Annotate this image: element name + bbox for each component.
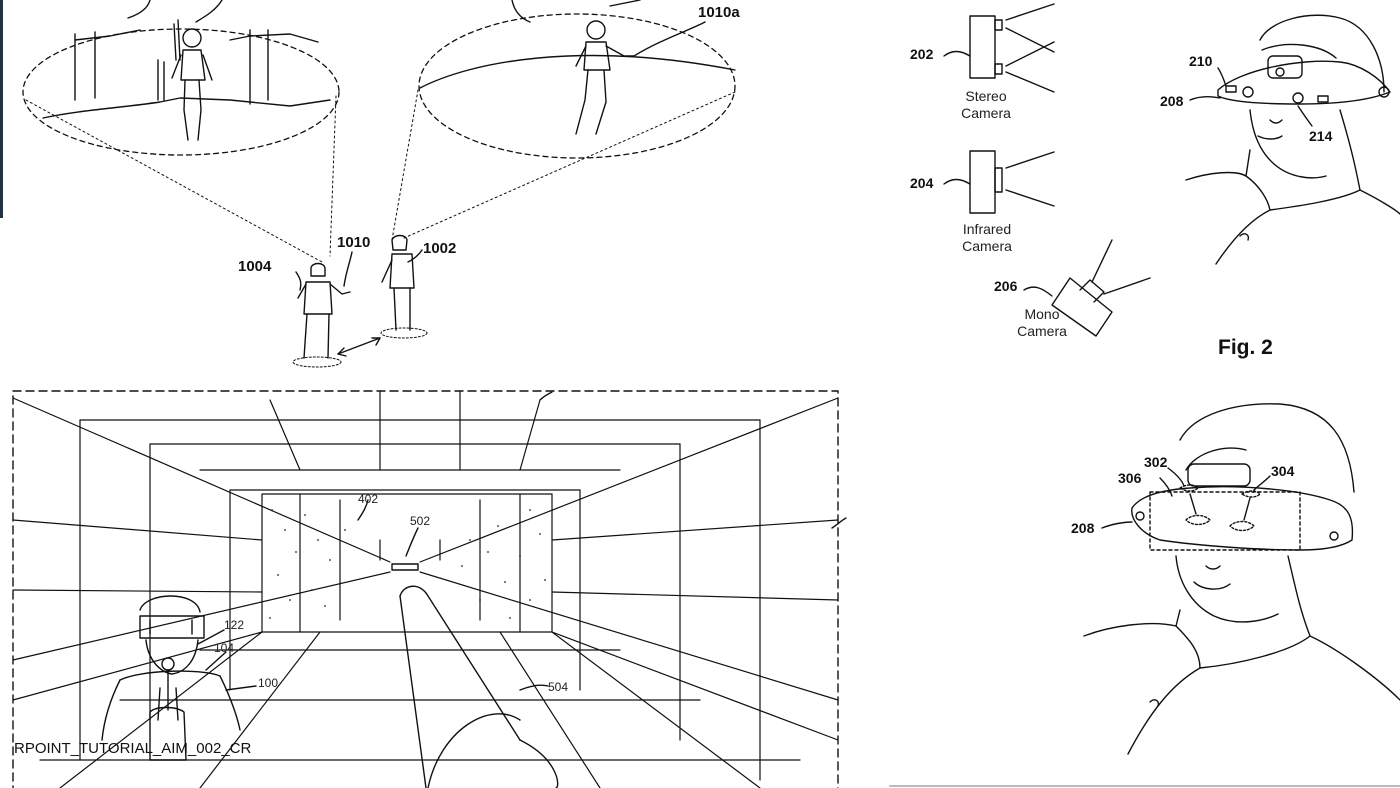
label-202: 202 [910,46,934,62]
label-306: 306 [1118,470,1142,486]
fig2-illustration [943,3,1400,337]
fig5-illustration [12,390,847,788]
fig10-illustration [22,0,736,368]
label-302: 302 [1144,454,1168,470]
left-edge-bar [0,0,3,218]
fig5-frame [12,390,839,788]
left-view-bubble [22,28,340,156]
label-214: 214 [1309,128,1333,144]
player-figure [101,595,257,761]
fig3-illustration [1083,403,1400,755]
person-1004 [292,262,351,368]
tutorial-overlay-text: RPOINT_TUTORIAL_AIM_002_CR [14,740,252,757]
label-1010: 1010 [337,234,371,251]
person-1002 [380,234,428,339]
fig2-title: Fig. 2 [1218,336,1273,359]
label-206: 206 [994,278,1018,294]
label-304: 304 [1271,463,1295,479]
label-208-fig3: 208 [1071,520,1095,536]
label-100: 100 [258,676,279,690]
right-view-bubble [418,13,736,159]
infrared-camera [943,150,1055,214]
label-204: 204 [910,175,934,191]
mono-camera [1023,239,1151,337]
label-210: 210 [1189,53,1213,69]
label-104: 104 [214,641,235,655]
stereo-camera [943,3,1055,93]
label-402: 402 [358,492,379,506]
head-with-hmd [1185,14,1400,265]
label-122: 122 [224,618,245,632]
label-1010a: 1010a [698,4,740,21]
label-208-fig2: 208 [1160,93,1184,109]
label-1004: 1004 [238,258,272,275]
label-504: 504 [548,680,569,694]
label-502: 502 [410,514,431,528]
label-1002: 1002 [423,240,457,257]
